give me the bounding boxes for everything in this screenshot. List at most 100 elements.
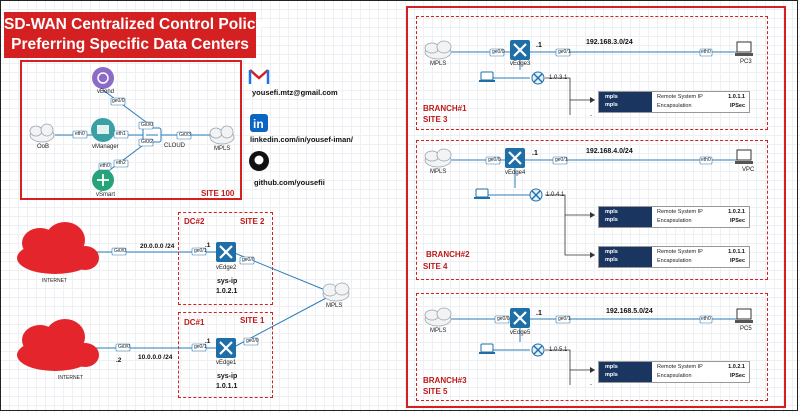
oob-cloud-icon <box>29 123 55 143</box>
dc1-subnet: 10.0.0.0 /24 <box>138 354 173 361</box>
branch1-small-router-icon <box>531 71 545 85</box>
branch3-box <box>416 293 768 401</box>
vbond-ge00-tag: ge0/0 <box>112 98 125 104</box>
dc1-dot1: .1 <box>205 338 211 345</box>
b3-name: BRANCH#3 <box>423 376 467 385</box>
dc2-box <box>178 212 273 305</box>
dc2-subnet: 20.0.0.0 /24 <box>140 243 175 250</box>
vmanager-label: vManager <box>92 144 119 150</box>
oob-label: OoB <box>37 144 50 150</box>
b3-policy-r1: Remote System IP <box>657 364 703 370</box>
b1-mpls-label: MPLS <box>430 61 447 67</box>
vedge3-icon <box>510 40 530 60</box>
b3-policy-v1: 1.0.2.1 <box>728 364 745 370</box>
b2-policy-table-b: mpls mpls Remote System IP Encapsulation… <box>598 246 750 268</box>
b2a-policy-r1: Remote System IP <box>657 209 703 215</box>
b1-eth0-tag: eth0 <box>701 49 711 55</box>
b2-ge01-tag: ge0/1 <box>555 157 568 163</box>
branch1-mpls-cloud-icon <box>424 40 452 60</box>
b1-policy-table: mpls mpls Remote System IP Encapsulation… <box>598 91 750 113</box>
vbond-label: vBond <box>97 89 115 95</box>
dc2-internet-cloud-icon <box>17 222 99 274</box>
b1-edge-label: vEdge3 <box>510 61 531 67</box>
center-mpls-cloud-icon <box>322 282 350 302</box>
branch3-laptop-icon <box>479 343 495 354</box>
b1-sysip: 1.0.3.1 <box>549 75 568 81</box>
branch1-box <box>416 16 768 130</box>
b3-dash: - <box>590 382 592 388</box>
title-line-1: SD-WAN Centralized Control Policy <box>4 16 265 33</box>
dc1-box <box>178 312 273 398</box>
b1-policy-m1: mpls <box>605 94 618 100</box>
linkedin-link[interactable]: linkedin.com/in/yousef-iman/ <box>250 135 353 144</box>
b2a-policy-r2: Encapsulation <box>657 218 692 224</box>
branch3-mpls-cloud-icon <box>424 307 452 327</box>
b1-policy-r2: Encapsulation <box>657 103 692 109</box>
branch3-small-router-icon <box>531 343 545 357</box>
vsmart-label: vSmart <box>96 192 116 198</box>
github-link[interactable]: github.com/yousefii <box>254 178 325 187</box>
dc2-internet-label: INTERNET <box>42 278 67 284</box>
vbond-icon <box>92 67 114 89</box>
cloud-label: CLOUD <box>164 143 186 149</box>
pc5-icon <box>735 308 753 323</box>
b3-pc-label: PC5 <box>740 326 752 332</box>
b1-policy-v1: 1.0.1.1 <box>728 94 745 100</box>
b2b-policy-v2: IPSec <box>730 258 745 264</box>
b2-sysip: 1.0.4.1 <box>546 192 565 198</box>
site100-mpls-label: MPLS <box>214 146 231 152</box>
branch2-small-router-icon <box>529 188 543 202</box>
b3-policy-m1: mpls <box>605 364 618 370</box>
b3-mpls-label: MPLS <box>430 328 447 334</box>
b2-dot: .1 <box>532 150 538 157</box>
diagram-title: SD-WAN Centralized Control Policy Prefer… <box>4 12 265 58</box>
b2-edge-label: vEdge4 <box>505 170 526 176</box>
vedge2-icon <box>216 242 236 262</box>
vedge1-icon <box>216 338 236 358</box>
gmail-icon <box>248 69 270 84</box>
site100-mpls-cloud-icon <box>209 125 235 145</box>
branch1-laptop-icon <box>479 71 495 82</box>
github-icon <box>249 151 269 171</box>
b2-subnet: 192.168.4.0/24 <box>586 148 633 155</box>
pc-icons <box>735 41 753 323</box>
cloud-gi02-tag: Gi0/2 <box>141 139 153 145</box>
b2-pc-label: VPC <box>742 167 755 173</box>
b2-name: BRANCH#2 <box>426 250 470 259</box>
b2b-policy-r1: Remote System IP <box>657 249 703 255</box>
b3-edge-label: vEdge5 <box>510 330 531 336</box>
dc2-gi-tag: Gi0/0 <box>114 248 126 254</box>
b1-ge00-tag: ge0/0 <box>492 49 505 55</box>
dc2-edge-label: vEdge2 <box>216 265 237 271</box>
vpc-icon <box>735 149 753 164</box>
b2-ge00-tag: ge0/0 <box>488 157 501 163</box>
dc1-site: SITE 1 <box>240 316 265 325</box>
b1-policy-m2: mpls <box>605 102 618 108</box>
vm-eth1-tag: eth1 <box>116 131 126 137</box>
b1-policy-v2: IPSec <box>730 103 745 109</box>
dc1-gi-tag: Gi0/0 <box>118 344 130 350</box>
b1-policy-header: mpls mpls <box>599 92 652 112</box>
dc1-sysip: 1.0.1.1 <box>216 383 238 390</box>
b3-policy-header: mpls mpls <box>599 362 652 382</box>
b2-site: SITE 4 <box>423 262 448 271</box>
dc1-dot2: .2 <box>116 357 122 364</box>
email-link[interactable]: yousefi.mtz@gmail.com <box>252 88 338 97</box>
dc1-ge01-tag: ge0/1 <box>194 344 207 350</box>
dc1-edge-label: vEdge1 <box>216 360 237 366</box>
b3-policy-m2: mpls <box>605 372 618 378</box>
branches-box <box>406 6 786 408</box>
cloud-gi03-tag: Gi0/3 <box>179 132 191 138</box>
dc1-ge00-tag: ge0/0 <box>246 338 259 344</box>
b3-ge01-tag: ge0/1 <box>558 316 571 322</box>
b2a-policy-m1: mpls <box>605 209 618 215</box>
pc3-icon <box>735 41 753 56</box>
dc1-sysip-label: sys-ip <box>217 373 238 380</box>
dc1-internet-label: INTERNET <box>58 375 83 381</box>
vmanager-icon <box>91 118 115 142</box>
router-icons <box>216 40 545 358</box>
b2b-policy-m1: mpls <box>605 249 618 255</box>
branch2-box <box>416 140 768 280</box>
branch2-mpls-cloud-icon <box>424 148 452 168</box>
site100-label: SITE 100 <box>201 189 235 198</box>
